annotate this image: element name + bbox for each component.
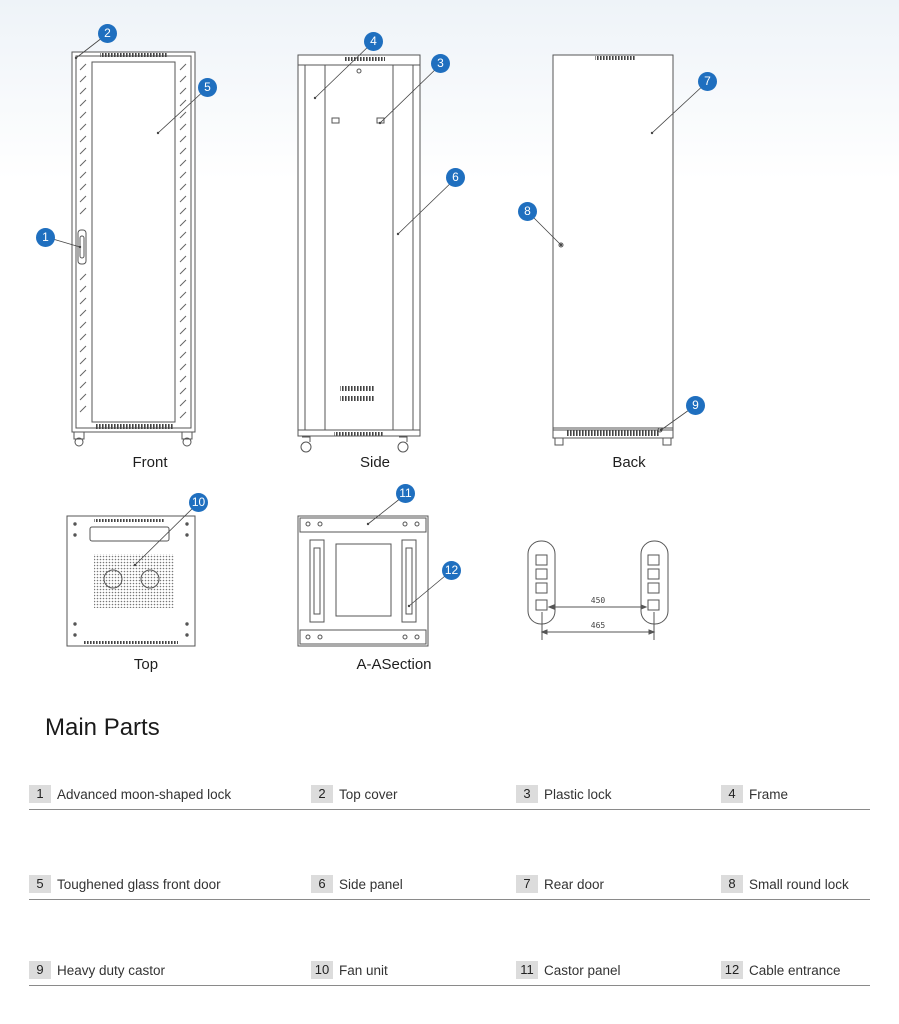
leader-dots [74, 56, 663, 608]
parts-row: 9 Heavy duty castor 10 Fan unit 11 Castor p… [29, 959, 870, 986]
part-label: Top cover [339, 786, 398, 802]
part-number: 2 [311, 785, 333, 803]
view-label-front: Front [132, 454, 168, 471]
part-label: Small round lock [749, 876, 849, 892]
part-label: Cable entrance [749, 962, 841, 978]
callout-3: 3 [431, 54, 450, 73]
part-label: Plastic lock [544, 786, 612, 802]
cabinet-diagram: 450 465 [45, 33, 708, 647]
part-label: Advanced moon-shaped lock [57, 786, 232, 802]
part-item: 3 Plastic lock [516, 783, 612, 805]
callout-11: 11 [396, 484, 415, 503]
callout-12: 12 [442, 561, 461, 580]
callout-6: 6 [446, 168, 465, 187]
part-item: 4 Frame [721, 783, 788, 805]
front-left-perforations [79, 63, 87, 413]
part-label: Fan unit [339, 962, 388, 978]
top-view [66, 515, 196, 647]
part-item: 1 Advanced moon-shaped lock [29, 783, 231, 805]
part-number: 10 [311, 961, 333, 979]
part-item: 6 Side panel [311, 873, 403, 895]
part-label: Heavy duty castor [57, 962, 166, 978]
part-item: 12 Cable entrance [721, 959, 841, 981]
dimension-drawing [527, 540, 669, 640]
callout-7: 7 [698, 72, 717, 91]
dimension-inner-label: 450 [591, 596, 606, 605]
callout-2: 2 [98, 24, 117, 43]
part-number: 9 [29, 961, 51, 979]
callout-5: 5 [198, 78, 217, 97]
view-label-section: A-ASection [356, 656, 432, 673]
part-item: 5 Toughened glass front door [29, 873, 221, 895]
back-view [552, 54, 674, 446]
view-label-side: Side [359, 454, 391, 471]
part-label: Rear door [544, 876, 605, 892]
view-label-top: Top [133, 656, 159, 673]
part-item: 7 Rear door [516, 873, 604, 895]
part-number: 3 [516, 785, 538, 803]
front-view [71, 51, 196, 447]
part-number: 8 [721, 875, 743, 893]
callout-10: 10 [189, 493, 208, 512]
part-number: 7 [516, 875, 538, 893]
dimension-outer-label: 465 [591, 621, 606, 630]
side-view [297, 54, 421, 453]
view-label-back: Back [612, 454, 646, 471]
callout-1: 1 [36, 228, 55, 247]
part-number: 12 [721, 961, 743, 979]
callout-4: 4 [364, 32, 383, 51]
part-number: 6 [311, 875, 333, 893]
part-label: Frame [749, 786, 789, 802]
part-label: Side panel [339, 876, 403, 892]
part-item: 11 Castor panel [516, 959, 621, 981]
part-number: 11 [516, 961, 538, 979]
section-view [297, 515, 429, 647]
part-number: 5 [29, 875, 51, 893]
part-label: Toughened glass front door [57, 876, 221, 892]
part-item: 2 Top cover [311, 783, 398, 805]
part-item: 9 Heavy duty castor [29, 959, 165, 981]
part-number: 1 [29, 785, 51, 803]
front-right-perforations [179, 63, 187, 419]
callout-9: 9 [686, 396, 705, 415]
callout-8: 8 [518, 202, 537, 221]
part-label: Castor panel [544, 962, 621, 978]
part-number: 4 [721, 785, 743, 803]
part-item: 10 Fan unit [311, 959, 388, 981]
main-parts-title: Main Parts [45, 714, 160, 741]
part-item: 8 Small round lock [721, 873, 849, 895]
